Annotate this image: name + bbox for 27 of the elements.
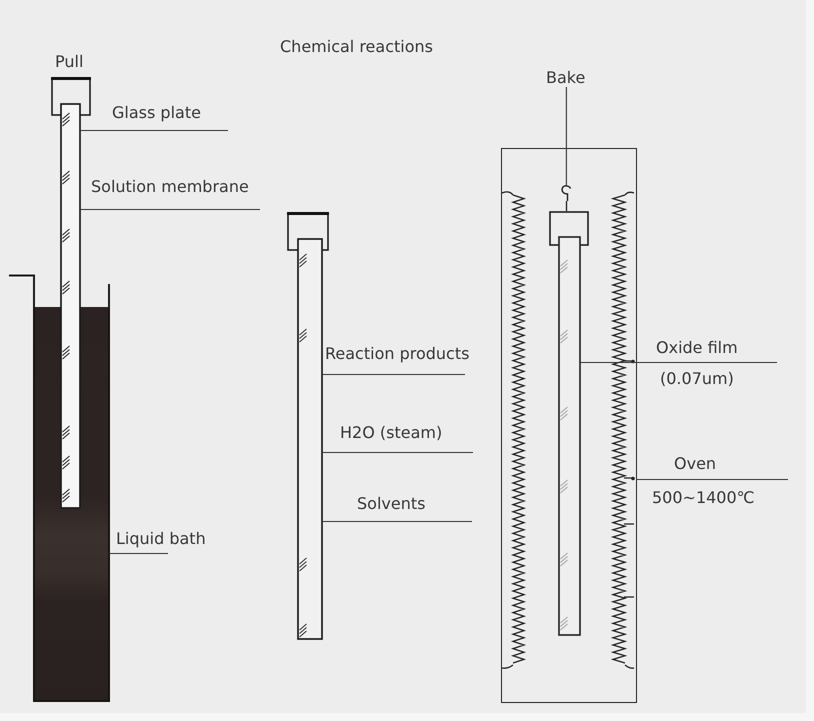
callout-label: Liquid bath <box>116 529 206 555</box>
leader-line <box>80 208 261 210</box>
hook <box>559 184 574 202</box>
callout-label: 500~1400℃ <box>652 488 755 508</box>
callout-label: Bake <box>546 68 586 88</box>
callout-label: H2O (steam) <box>340 423 474 454</box>
leader-line <box>109 552 169 554</box>
oven <box>501 148 637 703</box>
callout-label: Solution membrane <box>91 177 261 211</box>
leader-line <box>636 478 789 480</box>
leader-line <box>566 87 567 186</box>
callout-label: Solvents <box>357 494 473 523</box>
glass-plate <box>558 236 582 636</box>
callout-label: Oven <box>674 454 716 474</box>
leader-line <box>322 374 466 376</box>
leader-line <box>580 362 778 364</box>
glass-plate <box>297 238 323 640</box>
glass-plate <box>60 103 81 509</box>
step-label: Pull <box>55 52 84 72</box>
leader-line <box>80 130 229 132</box>
step-label: Chemical reactions <box>280 37 433 57</box>
leader-line <box>322 452 474 454</box>
callout-label: Oxide film <box>656 338 738 358</box>
callout-label: (0.07um) <box>660 369 734 389</box>
callout-label: Glass plate <box>112 103 229 132</box>
callout-label: Reaction products <box>325 344 470 376</box>
leader-line <box>322 520 473 522</box>
